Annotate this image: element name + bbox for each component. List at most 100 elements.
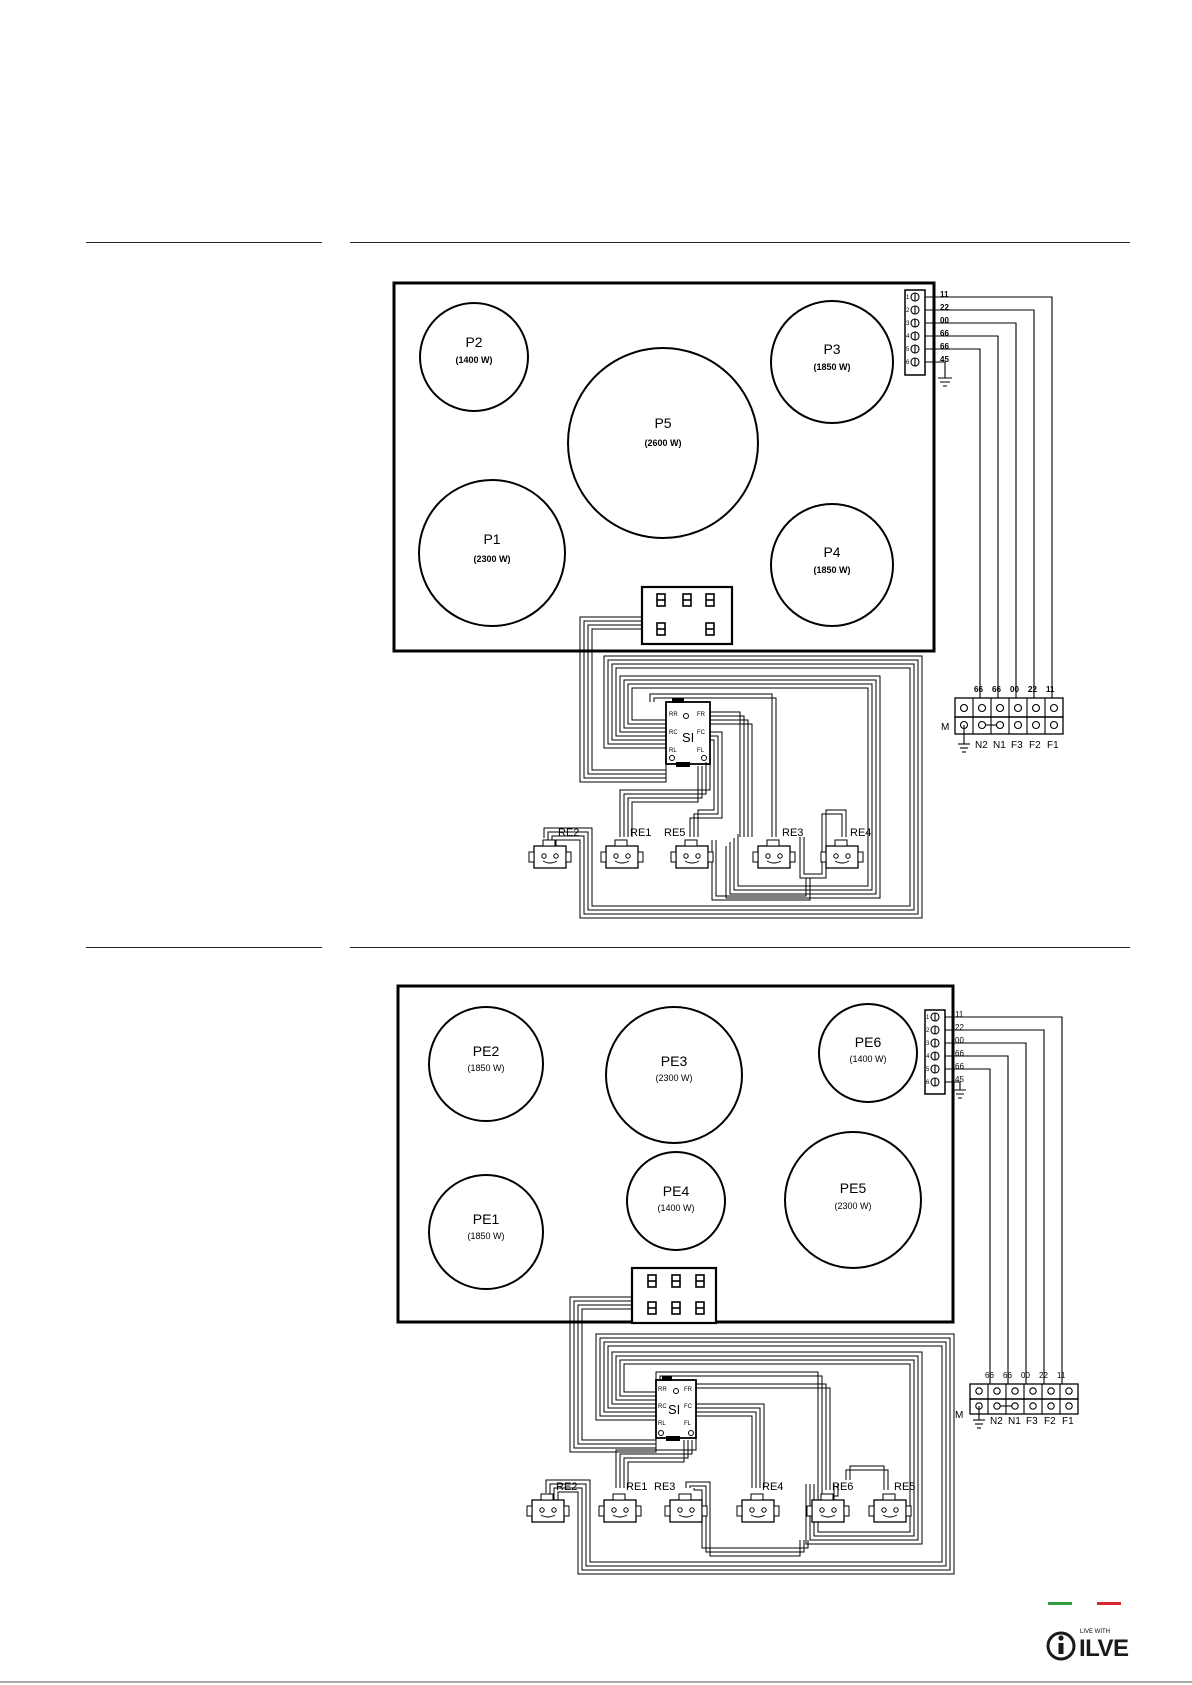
burner-label: P1	[483, 531, 500, 547]
block-code: 00	[1021, 1371, 1030, 1380]
brand-accent-red	[1097, 1602, 1121, 1605]
terminal-number: 4	[926, 1054, 930, 1060]
si-label: SI	[668, 1402, 680, 1417]
burner-power: (1400 W)	[849, 1054, 886, 1064]
regulator-re1	[598, 1493, 642, 1523]
burner-label: P2	[465, 334, 482, 350]
regulator-re3	[752, 839, 796, 869]
burner-label: PE2	[473, 1043, 500, 1059]
si-pin-rc: RC	[658, 1404, 667, 1410]
burner-power: (2600 W)	[644, 438, 681, 448]
terminal-code: 66	[940, 329, 949, 338]
terminal-code: 22	[940, 303, 949, 312]
regulator-re3	[664, 1493, 708, 1523]
si-pin-rl: RL	[658, 1421, 666, 1427]
block-code: 66	[992, 685, 1001, 694]
block-label-f1: F1	[1062, 1416, 1074, 1427]
terminal-code: 45	[940, 355, 949, 364]
burner-power: (2300 W)	[655, 1073, 692, 1083]
display-module	[630, 1266, 718, 1325]
burner-power: (1850 W)	[813, 565, 850, 575]
brand-logo: LIVE WITH ILVE	[1046, 1602, 1130, 1662]
burner-pe5: PE5 (2300 W)	[784, 1131, 922, 1269]
regulator-label: RE3	[654, 1481, 675, 1493]
terminal-code: 66	[940, 342, 949, 351]
block-code: 66	[1003, 1371, 1012, 1380]
connection-block: 66 66 00 22 11 M N2 N1 F3 F2 F1	[955, 1371, 1079, 1429]
block-code: 66	[985, 1371, 994, 1380]
burner-power: (2300 W)	[834, 1201, 871, 1211]
block-label-n1: N1	[1008, 1416, 1021, 1427]
terminal-code: 00	[955, 1036, 964, 1045]
si-pin-fc: FC	[684, 1404, 693, 1410]
block-label-m: M	[941, 722, 949, 733]
burner-power: (2300 W)	[473, 554, 510, 564]
brand-accent-green	[1048, 1602, 1072, 1605]
terminal-number: 2	[926, 1028, 930, 1034]
burner-pe2: PE2 (1850 W)	[428, 1006, 544, 1122]
burner-label: PE6	[855, 1034, 882, 1050]
terminal-number: 6	[906, 360, 910, 366]
regulator-label: RE2	[556, 1481, 577, 1493]
terminal-number: 5	[926, 1067, 930, 1073]
burner-power: (1850 W)	[467, 1063, 504, 1073]
block-label-m: M	[955, 1410, 963, 1421]
si-module: SI RR FR RC FC RL FL	[655, 1376, 697, 1441]
terminal-strip: 1 2 3 4 5 6 11 22 00 66 66 45	[924, 1009, 964, 1095]
burner-label: PE3	[661, 1053, 688, 1069]
si-pin-rr: RR	[658, 1387, 667, 1393]
terminal-number: 1	[926, 1015, 930, 1021]
block-code: 11	[1057, 1371, 1066, 1380]
wiring-harness	[543, 616, 923, 919]
regulator-label: RE1	[630, 827, 651, 839]
burner-p2: P2 (1400 W)	[419, 302, 529, 412]
regulator-re1	[600, 839, 644, 869]
terminal-code: 66	[955, 1062, 964, 1071]
regulator-label: RE5	[664, 827, 685, 839]
burner-label: PE5	[840, 1180, 867, 1196]
burner-label: PE4	[663, 1183, 690, 1199]
brand-tagline: LIVE WITH	[1080, 1629, 1110, 1635]
block-code: 11	[1046, 685, 1055, 694]
si-pin-rc: RC	[669, 730, 678, 736]
terminal-number: 4	[906, 334, 910, 340]
si-pin-fl: FL	[684, 1421, 692, 1427]
burner-p4: P4 (1850 W)	[770, 503, 894, 627]
burner-label: P4	[823, 544, 840, 560]
display-module	[640, 585, 734, 646]
regulator-re5	[670, 839, 714, 869]
supply-wires	[945, 1016, 1063, 1384]
terminal-code: 11	[940, 290, 949, 299]
block-label-n2: N2	[990, 1416, 1003, 1427]
terminal-number: 5	[906, 347, 910, 353]
regulator-re4	[736, 1493, 780, 1523]
regulator-label: RE4	[762, 1481, 783, 1493]
si-module: SI RR FR RC FC RL FL	[665, 698, 711, 767]
block-label-f1: F1	[1047, 740, 1059, 751]
block-label-f3: F3	[1026, 1416, 1038, 1427]
section-rule-right-1	[350, 242, 1130, 243]
regulator-re5	[868, 1493, 912, 1523]
info-circle-icon	[1046, 1631, 1076, 1661]
supply-wires	[925, 296, 1053, 698]
burner-p3: P3 (1850 W)	[770, 300, 894, 424]
burner-pe1: PE1 (1850 W)	[428, 1174, 544, 1290]
regulator-label: RE4	[850, 827, 871, 839]
burner-p5: P5 (2600 W)	[567, 347, 759, 539]
regulator-label: RE5	[894, 1481, 915, 1493]
burner-pe6: PE6 (1400 W)	[818, 1003, 918, 1103]
terminal-number: 3	[926, 1041, 930, 1047]
terminal-number: 6	[926, 1080, 930, 1086]
si-pin-fr: FR	[697, 712, 706, 718]
block-code: 66	[974, 685, 983, 694]
terminal-code: 22	[955, 1023, 964, 1032]
terminal-code: 11	[955, 1010, 964, 1019]
regulator-re4	[820, 839, 864, 869]
si-label: SI	[682, 730, 694, 745]
section-rule-right-2	[350, 947, 1130, 948]
terminal-number: 1	[906, 295, 910, 301]
regulator-re2	[526, 1493, 570, 1523]
block-label-f2: F2	[1029, 740, 1041, 751]
section-rule-left-1	[86, 242, 322, 243]
si-pin-rl: RL	[669, 748, 677, 754]
